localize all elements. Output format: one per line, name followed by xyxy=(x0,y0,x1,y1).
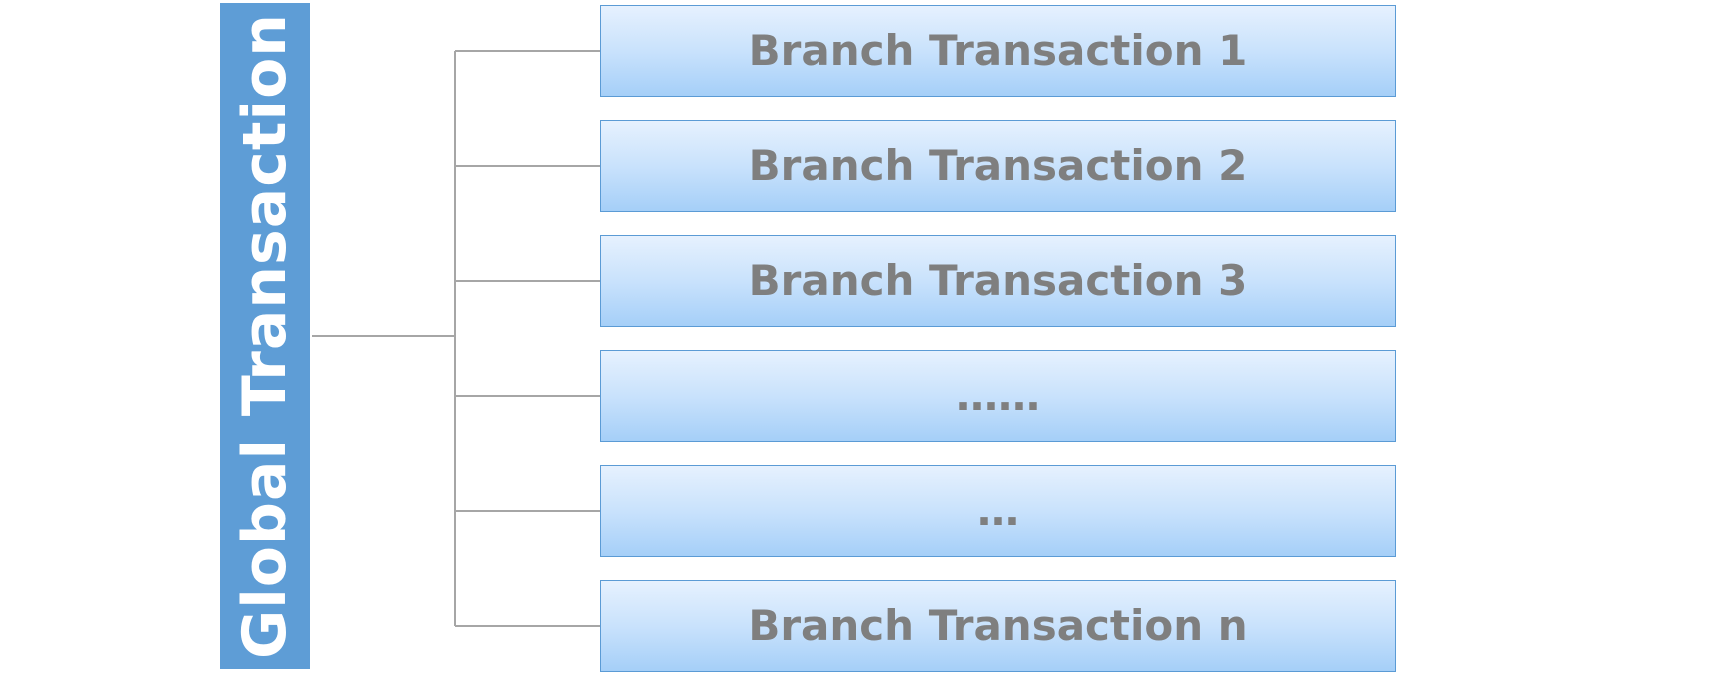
branch-transaction-box-2: Branch Transaction 2 xyxy=(600,120,1396,212)
branch-ellipsis-label-2: … xyxy=(977,486,1019,535)
branch-transaction-label-n: Branch Transaction n xyxy=(748,601,1248,650)
branch-transaction-box-1: Branch Transaction 1 xyxy=(600,5,1396,97)
global-transaction-label: Global Transaction xyxy=(230,12,300,660)
branch-ellipsis-label-1: …… xyxy=(956,371,1040,420)
branch-ellipsis-box-1: …… xyxy=(600,350,1396,442)
branch-transaction-box-n: Branch Transaction n xyxy=(600,580,1396,672)
global-transaction-box: Global Transaction xyxy=(220,3,310,669)
branch-transaction-label-1: Branch Transaction 1 xyxy=(748,26,1248,75)
branch-transaction-box-3: Branch Transaction 3 xyxy=(600,235,1396,327)
branch-ellipsis-box-2: … xyxy=(600,465,1396,557)
branch-transaction-label-3: Branch Transaction 3 xyxy=(748,256,1248,305)
branch-transaction-label-2: Branch Transaction 2 xyxy=(748,141,1248,190)
